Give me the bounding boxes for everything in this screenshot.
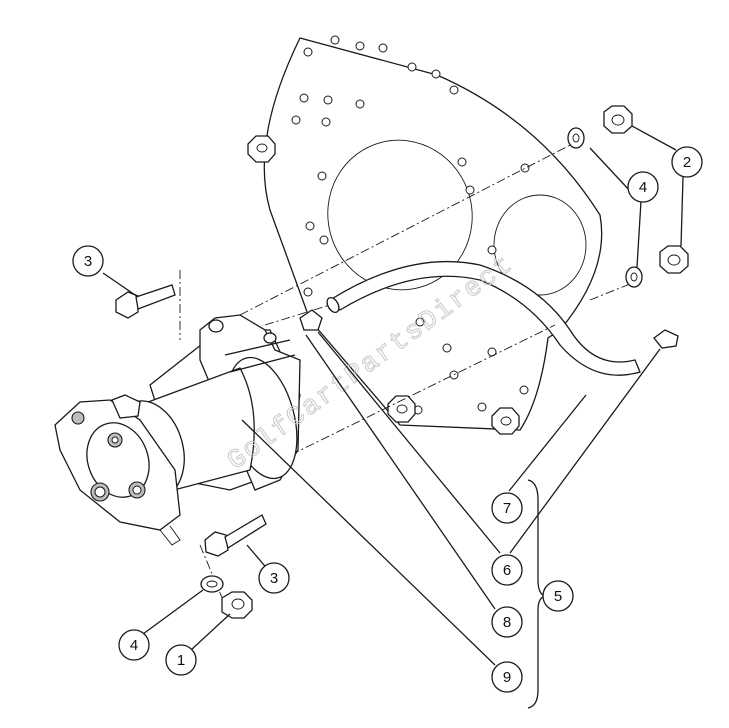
callout-label: 9 bbox=[503, 669, 511, 686]
bolt-upper bbox=[115, 284, 176, 319]
assembly-lines bbox=[179, 139, 641, 601]
callout-4-lower: 4 bbox=[118, 629, 150, 661]
lock-washer-lower bbox=[200, 575, 224, 593]
mounting-plate bbox=[247, 35, 603, 435]
callout-label: 4 bbox=[130, 637, 138, 654]
callout-6: 6 bbox=[491, 554, 523, 586]
nut-upper bbox=[603, 105, 633, 134]
callout-2: 2 bbox=[671, 146, 703, 178]
callout-3-lower: 3 bbox=[258, 562, 290, 594]
callout-1: 1 bbox=[165, 644, 197, 676]
callout-7: 7 bbox=[491, 492, 523, 524]
nut-right bbox=[659, 245, 689, 274]
bolt-lower bbox=[204, 514, 267, 557]
callout-label: 5 bbox=[554, 588, 562, 605]
cable-clip-right bbox=[653, 329, 679, 349]
nut-lower bbox=[221, 591, 253, 619]
starter-motor bbox=[54, 314, 301, 546]
callout-label: 8 bbox=[503, 614, 511, 631]
callout-8: 8 bbox=[491, 606, 523, 638]
callout-label: 4 bbox=[639, 179, 647, 196]
callout-label: 7 bbox=[503, 500, 511, 517]
callout-label: 3 bbox=[270, 570, 278, 587]
callout-4-upper: 4 bbox=[627, 171, 659, 203]
callout-9: 9 bbox=[491, 661, 523, 693]
cable bbox=[326, 260, 641, 376]
cable-clip-left bbox=[299, 309, 323, 331]
lock-washer-right bbox=[625, 266, 643, 288]
callout-label: 2 bbox=[683, 154, 691, 171]
callout-3-upper: 3 bbox=[72, 245, 104, 277]
callout-5: 5 bbox=[542, 580, 574, 612]
lock-washer-upper bbox=[567, 127, 585, 149]
callout-label: 3 bbox=[84, 253, 92, 270]
callout-label: 6 bbox=[503, 562, 511, 579]
plate-weld-nuts bbox=[247, 135, 520, 435]
callout-label: 1 bbox=[177, 652, 185, 669]
